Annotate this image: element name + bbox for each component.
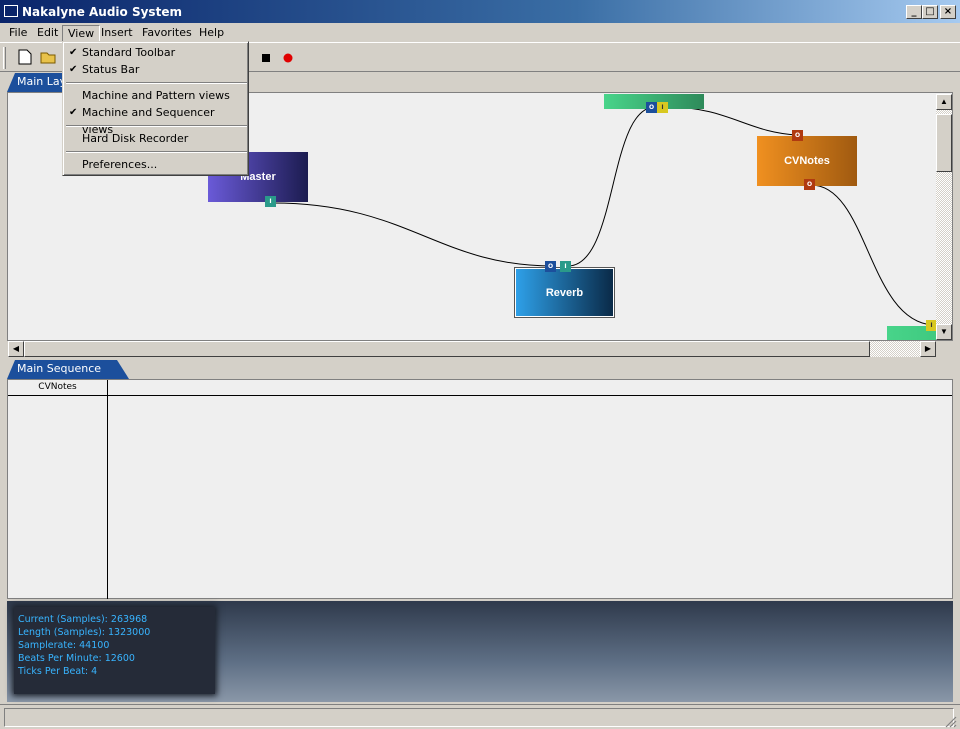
length-samples: Length (Samples): 1323000 bbox=[18, 627, 151, 638]
machine-master-label: Master bbox=[240, 171, 276, 183]
status-pane bbox=[4, 708, 954, 727]
out-port-icon[interactable]: O bbox=[646, 102, 657, 113]
check-icon: ✔ bbox=[69, 47, 78, 58]
reverb-out-port-icon[interactable]: O bbox=[545, 261, 556, 272]
menu-item-status-bar-label: Status Bar bbox=[82, 63, 140, 76]
title-bar: Nakalyne Audio System _ □ × bbox=[0, 0, 960, 23]
status-bar bbox=[0, 704, 960, 729]
cvnotes-out-port-icon[interactable]: O bbox=[804, 179, 815, 190]
layout-horizontal-scrollbar[interactable]: ◀ ▶ bbox=[8, 341, 936, 357]
scroll-down-icon[interactable]: ▼ bbox=[936, 324, 952, 340]
tab-main-sequence[interactable]: Main Sequence bbox=[7, 360, 129, 379]
menu-bar: File Edit View Insert Favorites Help bbox=[0, 23, 960, 42]
resize-grip-icon[interactable] bbox=[944, 715, 957, 728]
menu-help[interactable]: Help bbox=[199, 26, 225, 39]
playback-info-box: Current (Samples): 263968 Length (Sample… bbox=[14, 607, 215, 694]
menu-item-preferences[interactable]: Preferences... bbox=[66, 156, 247, 173]
machine-reverb[interactable]: Reverb bbox=[514, 267, 615, 318]
menu-edit[interactable]: Edit bbox=[37, 26, 59, 39]
layout-vertical-scrollbar[interactable]: ▲ ▼ bbox=[936, 94, 952, 340]
stop-icon[interactable] bbox=[258, 50, 274, 66]
samplerate: Samplerate: 44100 bbox=[18, 640, 110, 651]
menu-item-machine-pattern-label: Machine and Pattern views bbox=[82, 89, 230, 102]
menu-item-preferences-label: Preferences... bbox=[82, 158, 158, 171]
toolbar-grip[interactable] bbox=[3, 47, 6, 69]
menu-separator bbox=[66, 125, 247, 127]
view-menu-dropdown: ✔ Standard Toolbar ✔ Status Bar Machine … bbox=[62, 41, 249, 176]
menu-item-status-bar[interactable]: ✔ Status Bar bbox=[66, 61, 247, 78]
check-icon: ✔ bbox=[69, 107, 78, 118]
menu-view[interactable]: View bbox=[62, 25, 101, 42]
machine-cvnotes-label: CVNotes bbox=[784, 155, 830, 167]
bottom-in-port-icon[interactable]: I bbox=[926, 320, 937, 331]
sequence-tab-strip: Main Sequence bbox=[7, 359, 953, 379]
ticks-per-beat: Ticks Per Beat: 4 bbox=[18, 666, 98, 677]
menu-insert[interactable]: Insert bbox=[101, 26, 133, 39]
sequence-divider bbox=[107, 396, 108, 599]
transport-panel: Current (Samples): 263968 Length (Sample… bbox=[7, 601, 953, 702]
minimize-button[interactable]: _ bbox=[906, 5, 922, 19]
check-icon: ✔ bbox=[69, 64, 78, 75]
scroll-up-icon[interactable]: ▲ bbox=[936, 94, 952, 110]
reverb-in-port-icon[interactable]: I bbox=[560, 261, 571, 272]
cvnotes-top-port-icon[interactable]: O bbox=[792, 130, 803, 141]
menu-file[interactable]: File bbox=[9, 26, 28, 39]
horizontal-scroll-thumb[interactable] bbox=[24, 341, 870, 357]
menu-item-machine-pattern[interactable]: Machine and Pattern views bbox=[66, 87, 247, 104]
sequence-header: CVNotes bbox=[8, 380, 952, 396]
menu-item-standard-toolbar[interactable]: ✔ Standard Toolbar bbox=[66, 44, 247, 61]
app-icon bbox=[4, 5, 18, 17]
sequence-column-cvnotes[interactable]: CVNotes bbox=[8, 380, 108, 396]
menu-item-standard-toolbar-label: Standard Toolbar bbox=[82, 46, 176, 59]
window-title: Nakalyne Audio System bbox=[22, 5, 182, 19]
scroll-right-icon[interactable]: ▶ bbox=[920, 341, 936, 357]
menu-separator bbox=[66, 82, 247, 84]
top-green-machine[interactable] bbox=[604, 94, 704, 109]
bottom-green-machine[interactable] bbox=[887, 326, 937, 340]
in-port-icon[interactable]: I bbox=[657, 102, 668, 113]
menu-item-hdd-recorder-label: Hard Disk Recorder bbox=[82, 132, 189, 145]
menu-favorites[interactable]: Favorites bbox=[142, 26, 192, 39]
current-samples: Current (Samples): 263968 bbox=[18, 614, 148, 625]
vertical-scroll-thumb[interactable] bbox=[936, 114, 952, 172]
menu-separator bbox=[66, 151, 247, 153]
beats-per-minute: Beats Per Minute: 12600 bbox=[18, 653, 135, 664]
record-icon[interactable] bbox=[280, 50, 296, 66]
maximize-button[interactable]: □ bbox=[922, 5, 938, 19]
close-button[interactable]: × bbox=[940, 5, 956, 19]
master-in-port-icon[interactable]: I bbox=[265, 196, 276, 207]
new-file-icon[interactable] bbox=[17, 49, 33, 65]
sequencer-panel[interactable]: CVNotes bbox=[7, 379, 953, 599]
machine-reverb-label: Reverb bbox=[545, 286, 584, 299]
menu-item-hdd-recorder[interactable]: Hard Disk Recorder bbox=[66, 130, 247, 147]
menu-item-machine-sequencer[interactable]: ✔ Machine and Sequencer views bbox=[66, 104, 247, 136]
machine-cvnotes[interactable]: CVNotes bbox=[757, 136, 857, 186]
scroll-left-icon[interactable]: ◀ bbox=[8, 341, 24, 357]
open-folder-icon[interactable] bbox=[40, 49, 56, 65]
